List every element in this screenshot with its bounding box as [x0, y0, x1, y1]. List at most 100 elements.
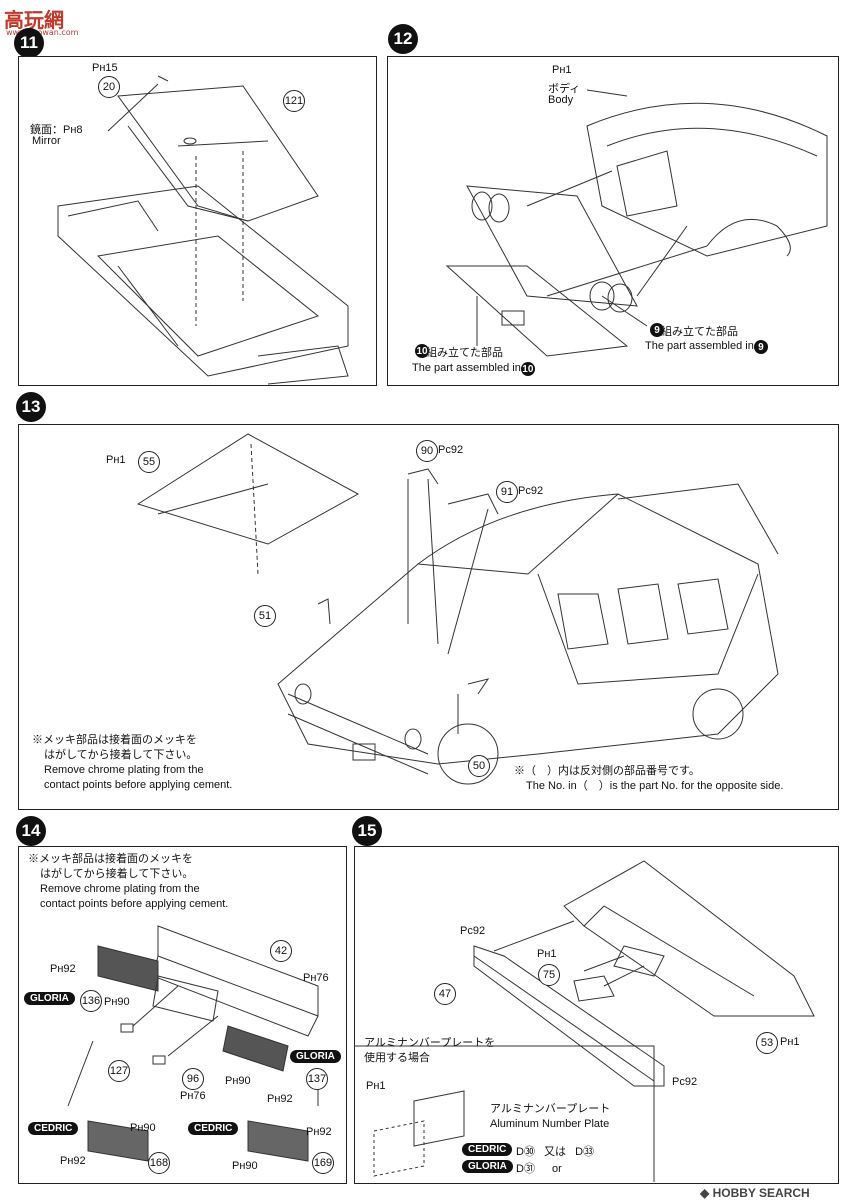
step13-chrome-jp2: はがしてから接着して下さい。 [44, 749, 198, 761]
part9-badge: 9 [650, 323, 664, 337]
mirror-jp: 鏡面： [30, 124, 63, 136]
step13-chrome-note: ※メッキ部品は接着面のメッキを はがしてから接着して下さい。 Remove ch… [32, 733, 232, 793]
step14-chrome-en2: contact points before applying cement. [40, 898, 229, 910]
part-96: 96 [182, 1068, 204, 1090]
part-55: 55 [138, 451, 160, 473]
step14-chrome-jp1: ※メッキ部品は接着面のメッキを [28, 853, 193, 865]
step14-chrome-note: ※メッキ部品は接着面のメッキを はがしてから接着して下さい。 Remove ch… [28, 852, 228, 912]
step-13-illustration [136, 433, 779, 785]
step13-chrome-jp1: ※メッキ部品は接着面のメッキを [32, 734, 197, 746]
part-137: 137 [306, 1068, 328, 1090]
step13-opp-en: The No. in（ ）is the part No. for the opp… [526, 780, 784, 792]
part10-label-jp: 10 で組み立てた部品 [415, 344, 503, 360]
step-14-illustration [67, 925, 319, 1162]
aluminum-plate-en: Aluminum Number Plate [490, 1118, 610, 1130]
mirror-label-jp: 鏡面：Pн8 [30, 121, 83, 137]
mirror-ph8: Pн8 [63, 124, 83, 136]
step13-opposite-note: ※（ ）内は反対側の部品番号です。 The No. in（ ）is the pa… [514, 764, 783, 794]
step15-or: or [552, 1163, 562, 1175]
step-11-illustration [57, 75, 349, 385]
step15-d30: D㉚ [516, 1146, 535, 1158]
step14-ph90c: Pн90 [130, 1122, 156, 1134]
step14-ph90a: Pн90 [104, 996, 130, 1008]
step15-d30-row: D㉚ 又は D㉝ [516, 1143, 594, 1159]
part-90: 90 [416, 440, 438, 462]
part-127: 127 [108, 1060, 130, 1082]
step14-ph92d: Pн92 [306, 1126, 332, 1138]
step15-ph1a: Pн1 [537, 948, 557, 960]
part-51: 51 [254, 605, 276, 627]
aluminum-plate-jp: アルミナンバープレート [490, 1103, 611, 1115]
step13-pc92b: Pc92 [518, 485, 544, 497]
step15-ph1c: Pн1 [366, 1080, 386, 1092]
step13-pc92a: Pc92 [438, 444, 464, 456]
step13-chrome-en1: Remove chrome plating from the [44, 764, 204, 776]
part10-label-en: The part assembled in 10 [412, 362, 535, 376]
step12-ph1: Pн1 [552, 64, 572, 76]
step14-ph76b: Pн76 [180, 1090, 206, 1102]
step15-ph1b: Pн1 [780, 1036, 800, 1048]
step13-opp-jp: ※（ ）内は反対側の部品番号です。 [514, 765, 700, 777]
part9-en: The part assembled in [645, 340, 754, 352]
step-12-illustration [445, 89, 828, 357]
step15-pc92a: Pc92 [460, 925, 486, 937]
part-42: 42 [270, 940, 292, 962]
hobby-search-icon: ◆ [700, 1186, 710, 1200]
step11-ph15: Pн15 [92, 62, 118, 74]
step-13-number: 13 [16, 392, 46, 422]
step-12-number: 12 [388, 24, 418, 54]
step-14-number: 14 [16, 816, 46, 846]
step13-ph1: Pн1 [106, 454, 126, 466]
gloria-badge-2: GLORIA [290, 1050, 341, 1063]
step15-d31-row: D㉛ or [516, 1160, 562, 1176]
part-75: 75 [538, 964, 560, 986]
part9-label-en: The part assembled in 9 [645, 340, 768, 354]
part-47: 47 [434, 983, 456, 1005]
body-label-en: Body [548, 94, 574, 106]
part9-label-jp: 9 で組み立てた部品 [650, 323, 738, 339]
part-168: 168 [148, 1152, 170, 1174]
step-15-illustration [354, 860, 815, 1182]
aluminum-note-jp1: アルミナンバープレートを [364, 1037, 496, 1049]
cedric-badge-2: CEDRIC [188, 1122, 239, 1135]
step14-ph92a: Pн92 [50, 963, 76, 975]
part-121: 121 [283, 90, 305, 112]
step-15-panel [354, 846, 839, 1184]
step14-ph90d: Pн90 [232, 1160, 258, 1172]
part9-badge-en: 9 [753, 340, 768, 354]
part10-badge: 10 [415, 344, 429, 358]
part9-jp: で組み立てた部品 [650, 326, 738, 338]
part-136: 136 [80, 990, 102, 1012]
watermark-url: www.gaowan.com [6, 28, 79, 37]
step14-ph90b: Pн90 [225, 1075, 251, 1087]
part-50: 50 [468, 755, 490, 777]
hobby-search-logo: ◆ HOBBY SEARCH [700, 1186, 810, 1200]
step15-mata: 又は [544, 1146, 567, 1158]
step15-pc92b: Pc92 [672, 1076, 698, 1088]
step14-ph92b: Pн92 [267, 1093, 293, 1105]
step15-d31: D㉛ [516, 1163, 535, 1175]
cedric-badge-1: CEDRIC [28, 1122, 79, 1135]
gloria-badge-1: GLORIA [24, 992, 75, 1005]
part-169: 169 [312, 1152, 334, 1174]
gloria-badge-3: GLORIA [462, 1160, 513, 1173]
part10-badge-en: 10 [520, 362, 535, 376]
step14-chrome-jp2: はがしてから接着して下さい。 [40, 868, 194, 880]
part-53: 53 [756, 1032, 778, 1054]
aluminum-note: アルミナンバープレートを 使用する場合 [364, 1036, 495, 1066]
part10-en: The part assembled in [412, 362, 521, 374]
step-11-number: 11 [14, 28, 44, 58]
part10-jp: で組み立てた部品 [415, 347, 503, 359]
hobby-search-text: HOBBY SEARCH [712, 1186, 810, 1200]
aluminum-plate-label: アルミナンバープレート Aluminum Number Plate [490, 1102, 610, 1132]
mirror-label-en: Mirror [32, 135, 61, 147]
cedric-badge-3: CEDRIC [462, 1143, 513, 1156]
step-11-panel [18, 56, 377, 386]
part-91: 91 [496, 481, 518, 503]
body-label-jp: ボディ [548, 83, 581, 95]
step14-ph76a: Pн76 [303, 972, 329, 984]
step14-ph92c: Pн92 [60, 1155, 86, 1167]
step14-chrome-en1: Remove chrome plating from the [40, 883, 200, 895]
step-15-number: 15 [352, 816, 382, 846]
step15-d33: D㉝ [575, 1146, 595, 1158]
